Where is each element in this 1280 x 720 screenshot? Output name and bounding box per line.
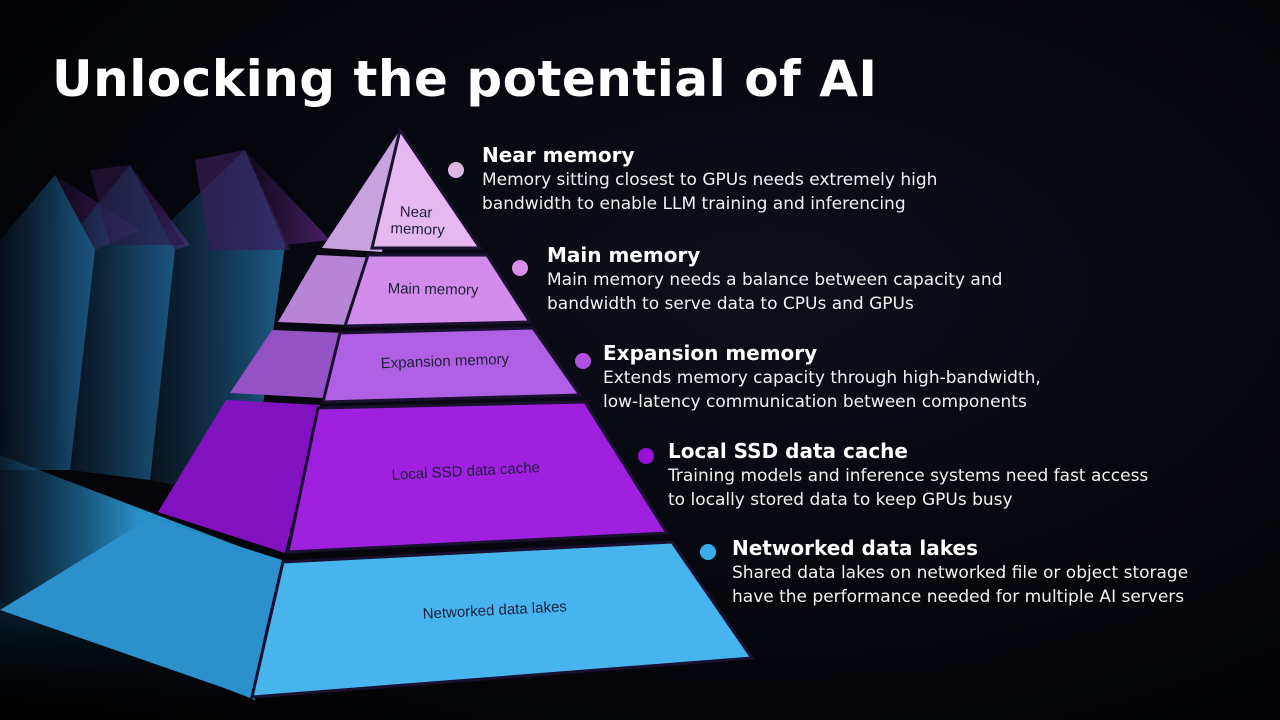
item-description-line: Main memory needs a balance between capa… — [547, 270, 1003, 290]
tier-label-near-memory: Near memory — [390, 203, 446, 239]
item-description-line: bandwidth to enable LLM training and inf… — [482, 194, 906, 214]
bullet-dot — [700, 544, 716, 560]
bullet-dot — [448, 162, 464, 178]
bullet-dot — [575, 353, 591, 369]
item-description-line: Training models and inference systems ne… — [668, 466, 1149, 486]
item-description-line: have the performance needed for multiple… — [732, 587, 1185, 607]
tier-label-expansion-memory: Expansion memory — [380, 351, 509, 372]
item-heading: Local SSD data cache — [668, 439, 908, 463]
item-heading: Main memory — [547, 243, 701, 267]
item-description-line: Extends memory capacity through high-ban… — [603, 368, 1041, 388]
pyramid-tier — [370, 126, 483, 250]
bullet-dot — [638, 448, 654, 464]
item-description-line: bandwidth to serve data to CPUs and GPUs — [547, 294, 914, 314]
slide-title: Unlocking the potential of AI — [52, 50, 878, 108]
pyramid-tier — [342, 253, 533, 328]
item-heading: Expansion memory — [603, 341, 818, 365]
item-description-line: low-latency communication between compon… — [603, 392, 1027, 412]
item-description-line: Shared data lakes on networked file or o… — [732, 563, 1189, 583]
item-description-line: to locally stored data to keep GPUs busy — [668, 490, 1013, 510]
item-description-line: Memory sitting closest to GPUs needs ext… — [482, 170, 938, 190]
item-heading: Networked data lakes — [732, 536, 978, 560]
item-heading: Near memory — [482, 143, 635, 167]
pyramid-tier — [286, 400, 670, 554]
bullet-dot — [512, 260, 528, 276]
tier-label-main-memory: Main memory — [388, 280, 480, 299]
pyramid-tier — [321, 326, 583, 404]
pyramid-tier — [250, 540, 755, 699]
